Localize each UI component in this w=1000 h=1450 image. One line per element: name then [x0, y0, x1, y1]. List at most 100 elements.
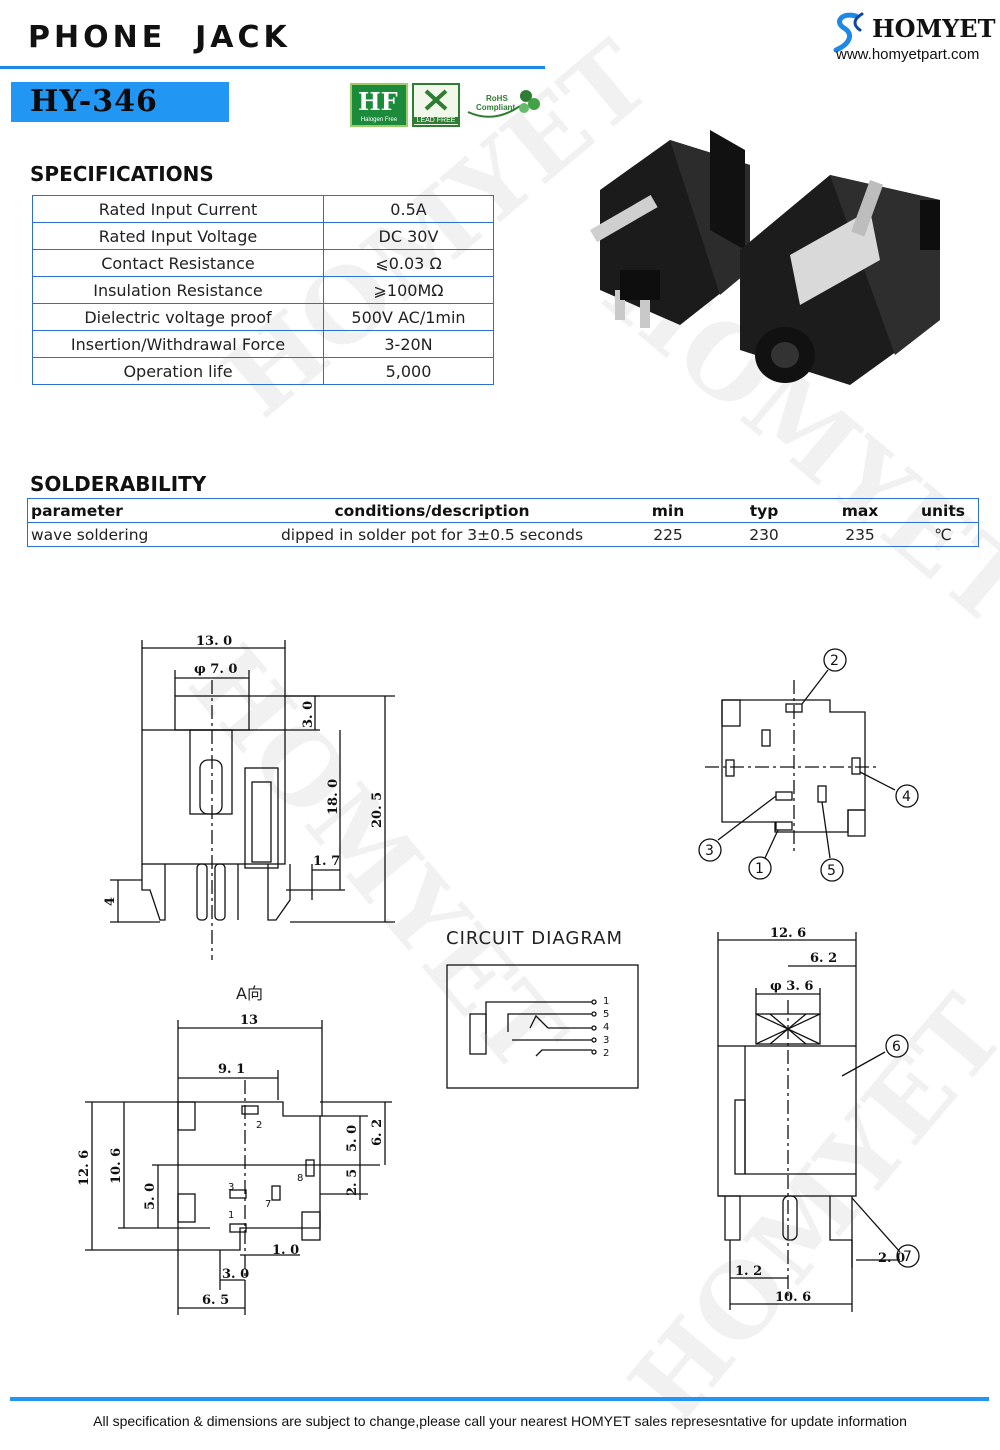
- dim-bottom-pin: 3. 0: [222, 1267, 249, 1282]
- jack-left: [590, 130, 750, 328]
- dim-bottom-offset: 9. 1: [218, 1062, 245, 1077]
- pin-layout: [698, 648, 919, 882]
- part-number-6: 6: [892, 1039, 901, 1055]
- dim-side-half: 6. 2: [810, 951, 837, 966]
- halogen-free-icon: HF: [358, 87, 398, 116]
- dim-front-body: 18. 0: [326, 779, 341, 815]
- spec-value: DC 30V: [323, 222, 494, 250]
- part-number-7: 7: [903, 1249, 912, 1265]
- page-title: PHONE JACK: [28, 20, 291, 55]
- circuit-diagram-title: CIRCUIT DIAGRAM: [446, 928, 623, 949]
- pad-label-7: 7: [265, 1199, 271, 1210]
- dim-bottom-inner: 10. 6: [109, 1148, 124, 1184]
- specifications-heading: SPECIFICATIONS: [30, 162, 214, 186]
- pin-number-3: 3: [705, 843, 714, 859]
- model-badge: [11, 82, 229, 122]
- col-units: units: [908, 498, 979, 523]
- rohs-badge: RoHS Compliant: [464, 84, 540, 122]
- dim-side-depth: 12. 6: [770, 926, 806, 941]
- dim-bottom-right-half: 5. 0: [345, 1125, 360, 1152]
- brand-logo-icon: [833, 12, 864, 53]
- spec-value: 0.5A: [323, 195, 494, 223]
- footer-note: All specification & dimensions are subje…: [93, 1413, 907, 1429]
- dim-bottom-center: 6. 5: [202, 1293, 229, 1308]
- spec-value: 3-20N: [323, 330, 494, 358]
- dim-bottom-half: 5. 0: [143, 1183, 158, 1210]
- dim-front-width: 13. 0: [196, 634, 232, 649]
- product-photo: [590, 130, 940, 385]
- pin-number-4: 4: [902, 789, 911, 805]
- circuit-label-4: 4: [603, 1022, 609, 1033]
- cell-parameter: wave soldering: [31, 525, 149, 544]
- bottom-view-label: A向: [236, 984, 263, 1003]
- spec-value: 5,000: [323, 357, 494, 385]
- spec-label: Rated Input Current: [32, 195, 324, 223]
- col-conditions: conditions/description: [244, 498, 620, 523]
- dim-front-collar: 3. 0: [301, 701, 316, 728]
- circuit-label-3: 3: [603, 1035, 609, 1046]
- solderability-heading: SOLDERABILITY: [30, 472, 207, 496]
- dim-front-total: 20. 5: [370, 792, 385, 828]
- spec-label: Operation life: [32, 357, 324, 385]
- jack-right: [740, 175, 940, 385]
- lead-free-label: LEAD FREE: [414, 117, 458, 124]
- dim-side-pin: 2. 0: [878, 1251, 905, 1266]
- dim-bottom-right: 6. 2: [370, 1119, 385, 1146]
- circuit-label-2: 2: [603, 1048, 609, 1059]
- bottom-view: [85, 1020, 392, 1315]
- circuit-label-1: 1: [603, 996, 609, 1007]
- dim-side-bore: φ 3. 6: [770, 979, 813, 994]
- dim-front-pin: 1. 7: [313, 854, 340, 869]
- dim-side-pitch: 1. 2: [735, 1264, 762, 1279]
- pad-label-1: 1: [228, 1210, 234, 1221]
- pin-number-1: 1: [755, 861, 764, 877]
- table-header-row: parameter conditions/description min typ…: [27, 498, 979, 523]
- dim-front-leg: 4: [103, 897, 118, 906]
- side-view: [717, 932, 920, 1312]
- front-view: [110, 640, 395, 960]
- spec-value: ⩾100MΩ: [323, 276, 494, 304]
- table-row: Insulation Resistance⩾100MΩ: [32, 276, 494, 304]
- pin-number-2: 2: [830, 653, 839, 669]
- solderability-table: parameter conditions/description min typ…: [27, 498, 979, 547]
- col-max: max: [812, 498, 908, 523]
- dim-side-base: 10. 6: [775, 1290, 811, 1305]
- dim-bottom-edge: 1. 0: [272, 1243, 299, 1258]
- model-number: HY-346: [30, 84, 158, 119]
- table-row: Contact Resistance⩽0.03 Ω: [32, 249, 494, 277]
- brand-name: HOMYET: [872, 14, 996, 43]
- halogen-free-label: Halogen Free: [360, 117, 398, 123]
- dim-front-bore: φ 7. 0: [194, 662, 237, 677]
- spec-value: 500V AC/1min: [323, 303, 494, 331]
- cell-min: 225: [653, 525, 683, 544]
- table-row: wave soldering dipped in solder pot for …: [28, 523, 979, 547]
- rohs-label-2: Compliant: [476, 103, 516, 112]
- circuit-diagram: [446, 964, 639, 1089]
- spec-label: Dielectric voltage proof: [32, 303, 324, 331]
- spec-label: Rated Input Voltage: [32, 222, 324, 250]
- cell-typ: 230: [749, 525, 779, 544]
- pin-number-5: 5: [827, 863, 836, 879]
- brand-url: www.homyetpart.com: [836, 46, 980, 63]
- rohs-label-1: RoHS: [486, 94, 508, 103]
- spec-value: ⩽0.03 Ω: [323, 249, 494, 277]
- dim-bottom-depth: 12. 6: [77, 1150, 92, 1186]
- spec-label: Insertion/Withdrawal Force: [32, 330, 324, 358]
- technical-drawing: 13. 0 φ 7. 0 3. 0 18. 0 20. 5 1. 7 4 A向 …: [77, 634, 920, 1315]
- dim-bottom-width: 13: [240, 1013, 258, 1028]
- pad-label-8: 8: [297, 1173, 303, 1184]
- halogen-free-badge: HF Halogen Free: [350, 83, 408, 127]
- svg-text:HF: HF: [358, 87, 398, 113]
- title-underline: [0, 66, 545, 69]
- rohs-leaf-icon: [467, 90, 540, 118]
- cell-units: ℃: [934, 525, 952, 544]
- dim-bottom-pitch: 2. 5: [345, 1169, 360, 1196]
- cell-conditions: dipped in solder pot for 3±0.5 seconds: [280, 525, 584, 544]
- lead-free-icon: [424, 89, 448, 111]
